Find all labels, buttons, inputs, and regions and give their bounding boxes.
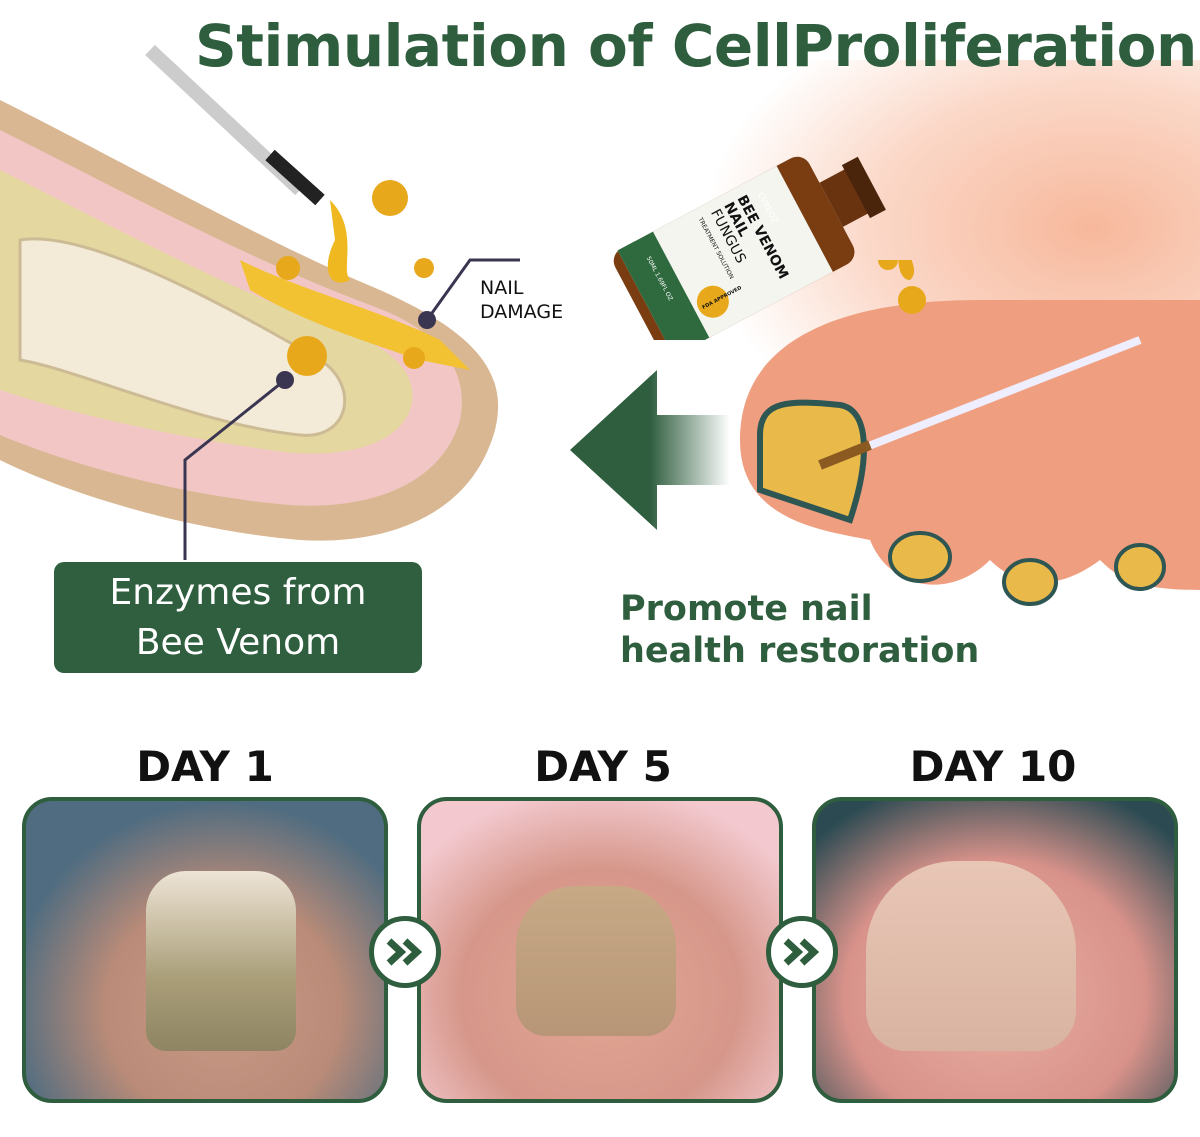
nail-damage-label: NAIL DAMAGE	[480, 276, 563, 324]
product-bottle: CVREOZ BEE VENOM NAIL FUNGUS TREATMENT S…	[613, 156, 886, 340]
serum-drip	[327, 200, 350, 283]
enzymes-line2: Bee Venom	[135, 621, 341, 663]
finger-cross-section-illustration	[0, 44, 520, 560]
pointer-dot	[418, 311, 436, 329]
recovering-nail	[516, 886, 676, 1036]
enzymes-label-box: Enzymes from Bee Venom	[54, 562, 422, 673]
promote-line2: health restoration	[620, 631, 980, 671]
promote-caption: Promote nail health restoration	[620, 588, 979, 672]
day-label: DAY 5	[534, 742, 672, 791]
toenail	[1114, 543, 1166, 591]
serum-on-nail	[240, 260, 470, 370]
enzymes-line1: Enzymes from	[109, 571, 367, 613]
applicator-brush	[818, 336, 1142, 469]
day1-photo	[22, 797, 388, 1103]
left-arrow-icon	[570, 370, 730, 530]
next-arrow-icon	[369, 916, 441, 988]
nail-damage-pointer-line	[425, 258, 520, 321]
day10-photo	[812, 797, 1178, 1103]
day-label: DAY 1	[136, 742, 274, 791]
page-title: Stimulation of CellProliferation	[195, 12, 1197, 80]
promote-line1: Promote nail	[620, 589, 873, 629]
serum-droplet	[276, 256, 300, 280]
nail-damage-line1: NAIL	[480, 277, 524, 299]
foot-skin	[740, 300, 1200, 590]
big-toenail	[757, 399, 867, 524]
brush-tip	[265, 149, 325, 206]
serum-droplet	[414, 258, 434, 278]
serum-droplet	[878, 260, 898, 270]
day-label: DAY 10	[909, 742, 1077, 791]
pointer-dot	[276, 371, 294, 389]
toenail	[1002, 558, 1058, 606]
day5-photo	[417, 797, 783, 1103]
serum-droplet	[372, 180, 408, 216]
damaged-nail	[146, 871, 296, 1051]
enzyme-pointer-line	[183, 378, 286, 560]
serum-droplet	[403, 347, 425, 369]
healthy-nail	[866, 861, 1076, 1051]
serum-droplet	[898, 286, 926, 314]
serum-droplet	[287, 336, 327, 376]
applicator-tip	[818, 440, 872, 470]
bone	[18, 237, 347, 437]
toes-illustration	[740, 260, 1200, 606]
next-arrow-icon	[766, 916, 838, 988]
nail-damage-line2: DAMAGE	[480, 301, 564, 323]
toenail	[888, 531, 952, 583]
